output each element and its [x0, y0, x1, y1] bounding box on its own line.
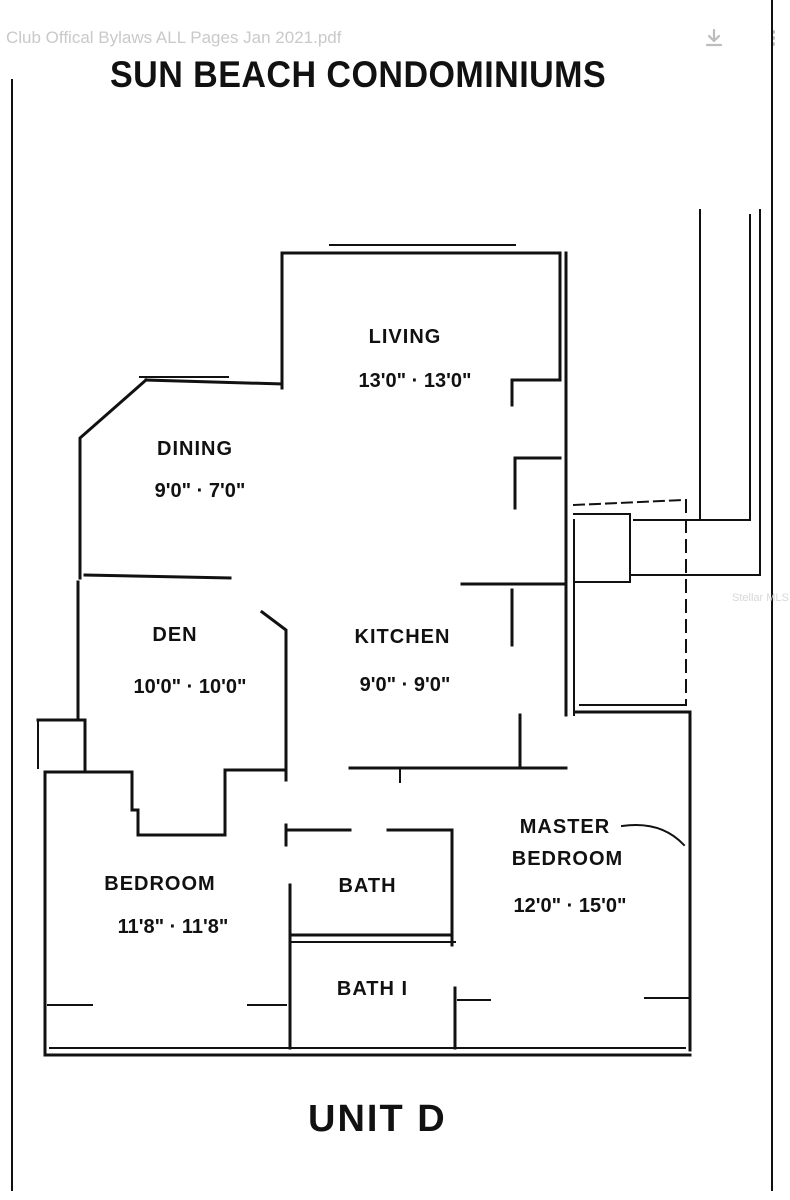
room-dims-master: 12'0" · 15'0" [513, 895, 627, 917]
room-label-dining: DINING [157, 438, 233, 460]
watermark: Stellar MLS [732, 592, 789, 604]
room-dims-living: 13'0" · 13'0" [358, 370, 472, 392]
room-label-bath-1: BATH I [336, 978, 409, 1000]
file-name: Club Offical Bylaws ALL Pages Jan 2021.p… [6, 28, 342, 47]
room-dims-dining: 9'0" · 7'0" [154, 480, 246, 502]
room-dims-bedroom: 11'8" · 11'8" [117, 916, 229, 938]
unit-label: UNIT D [308, 1098, 447, 1140]
room-label-master-line1: MASTER [519, 816, 611, 838]
room-dims-kitchen: 9'0" · 9'0" [359, 674, 451, 696]
room-label-kitchen: KITCHEN [354, 626, 451, 648]
room-label-bedroom: BEDROOM [104, 873, 216, 895]
download-button[interactable] [702, 26, 726, 50]
room-label-bath: BATH [338, 875, 397, 897]
room-dims-den: 10'0" · 10'0" [133, 676, 247, 698]
document-title: SUN BEACH CONDOMINIUMS [110, 54, 607, 95]
download-icon [705, 28, 723, 47]
room-label-living: LIVING [368, 326, 442, 348]
room-label-den: DEN [152, 624, 198, 646]
room-label-master-line2: BEDROOM [511, 848, 624, 870]
